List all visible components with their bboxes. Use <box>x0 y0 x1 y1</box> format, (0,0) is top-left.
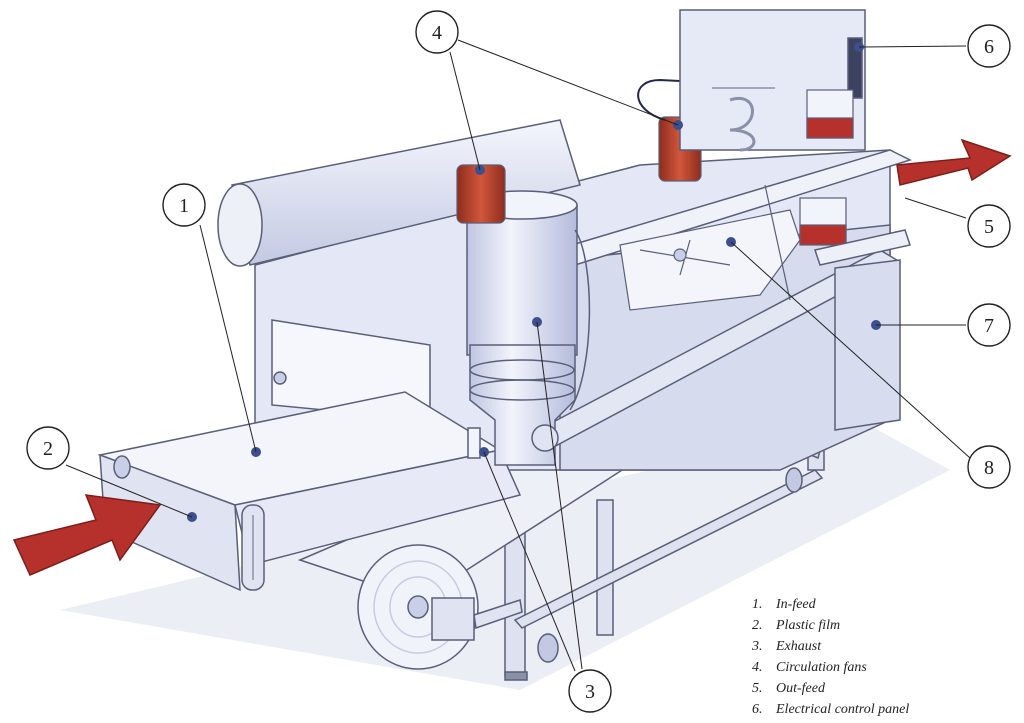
legend-item: 3.Exhaust <box>752 639 822 654</box>
outfeed-housing <box>814 229 911 431</box>
svg-text:7: 7 <box>984 315 994 337</box>
svg-text:6: 6 <box>984 36 994 58</box>
legend-list: 1.In-feed 2.Plastic film 3.Exhaust 4.Cir… <box>752 594 1014 720</box>
svg-text:8: 8 <box>984 457 994 479</box>
svg-text:2: 2 <box>43 438 53 460</box>
legend-item: 5.Out-feed <box>752 681 825 696</box>
callout-8: 8 <box>967 445 1011 489</box>
callout-1: 1 <box>162 183 206 227</box>
leader-lines <box>65 39 971 672</box>
legend-item: 2.Plastic film <box>752 618 841 633</box>
callout-2: 2 <box>26 426 70 470</box>
svg-text:1: 1 <box>179 195 189 217</box>
svg-text:4: 4 <box>432 22 442 44</box>
internal-fan <box>619 184 801 311</box>
callout-4: 4 <box>415 10 459 54</box>
callout-3: 3 <box>568 669 612 713</box>
heater-units <box>799 89 854 246</box>
legend-item: 4.Circulation fans <box>752 660 867 675</box>
castor-wheels <box>504 467 803 681</box>
callout-7: 7 <box>967 303 1011 347</box>
callout-6: 6 <box>967 24 1011 68</box>
legend-item: 1.In-feed <box>752 597 816 612</box>
exhaust-column <box>466 190 591 466</box>
svg-text:3: 3 <box>585 681 595 703</box>
legend-item: 6.Electrical control panel <box>752 702 910 717</box>
air-duct <box>217 119 581 267</box>
infeed-arrow <box>12 494 162 576</box>
callouts: 1 2 3 4 5 6 7 8 <box>26 10 1011 713</box>
svg-text:5: 5 <box>984 216 994 238</box>
callout-5: 5 <box>967 204 1011 248</box>
outfeed-arrow <box>896 138 1012 186</box>
